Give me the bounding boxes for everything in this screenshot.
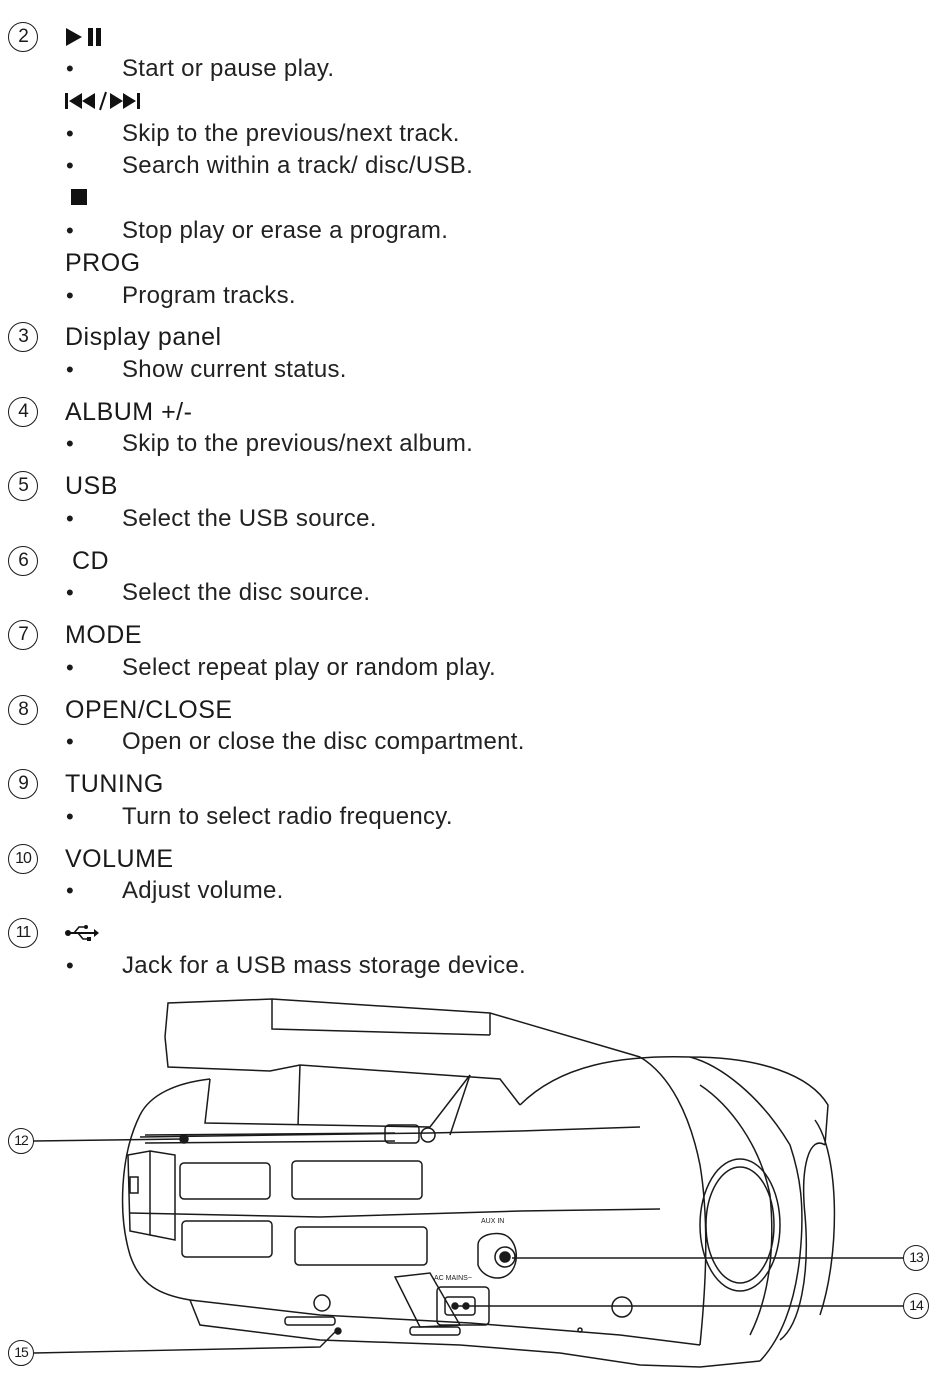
- play-pause-icon: [66, 28, 101, 46]
- item-label: TUNING: [65, 770, 164, 798]
- item-number: 6: [8, 546, 38, 576]
- bullet: •: [66, 121, 74, 146]
- item-label: VOLUME: [65, 845, 174, 873]
- bullet: •: [66, 506, 74, 531]
- description: Skip to the previous/next album.: [122, 430, 474, 457]
- item-number: 3: [8, 322, 38, 352]
- bullet: •: [66, 283, 74, 308]
- description: Select repeat play or random play.: [122, 654, 496, 681]
- callout-14: 14: [903, 1293, 929, 1319]
- item-number: 8: [8, 695, 38, 725]
- bullet: •: [66, 878, 74, 903]
- description: Jack for a USB mass storage device.: [122, 952, 526, 979]
- callout-12: 12: [8, 1128, 34, 1154]
- description: Skip to the previous/next track.: [122, 120, 460, 147]
- ac-mains-label: AC MAINS~: [434, 1275, 472, 1282]
- bullet: •: [66, 729, 74, 754]
- stop-icon: [71, 189, 87, 205]
- item-label: USB: [65, 472, 118, 500]
- item-number: 7: [8, 620, 38, 650]
- item-number: 2: [8, 22, 38, 52]
- aux-in-label: AUX IN: [481, 1218, 504, 1225]
- bullet: •: [66, 357, 74, 382]
- prev-next-icon: [65, 91, 140, 111]
- item-label: PROG: [65, 249, 141, 277]
- description: Open or close the disc compartment.: [122, 728, 525, 755]
- bullet: •: [66, 56, 74, 81]
- description: Select the disc source.: [122, 579, 371, 606]
- bullet: •: [66, 431, 74, 456]
- description: Program tracks.: [122, 282, 296, 309]
- item-label: MODE: [65, 621, 142, 649]
- callout-15: 15: [8, 1340, 34, 1366]
- description: Start or pause play.: [122, 55, 335, 82]
- bullet: •: [66, 953, 74, 978]
- boombox-drawing: AUX IN AC MAINS~: [33, 998, 903, 1368]
- item-label: ALBUM +/-: [65, 398, 193, 426]
- item-label: CD: [72, 547, 110, 575]
- bullet: •: [66, 804, 74, 829]
- item-number: 5: [8, 471, 38, 501]
- bullet: •: [66, 655, 74, 680]
- bullet: •: [66, 153, 74, 178]
- item-label: OPEN/CLOSE: [65, 696, 233, 724]
- bullet: •: [66, 218, 74, 243]
- device-rear-illustration: AUX IN AC MAINS~ 12 13 14 15: [0, 995, 950, 1383]
- bullet: •: [66, 580, 74, 605]
- description: Turn to select radio frequency.: [122, 803, 453, 830]
- item-label: Display panel: [65, 323, 222, 351]
- description: Select the USB source.: [122, 505, 377, 532]
- description: Stop play or erase a program.: [122, 217, 449, 244]
- item-number: 4: [8, 397, 38, 427]
- callout-13: 13: [903, 1245, 929, 1271]
- description: Adjust volume.: [122, 877, 284, 904]
- item-number: 10: [8, 844, 38, 874]
- item-number: 9: [8, 769, 38, 799]
- item-number: 11: [8, 918, 38, 948]
- description: Show current status.: [122, 356, 347, 383]
- description: Search within a track/ disc/USB.: [122, 152, 474, 179]
- usb-icon: [65, 925, 99, 941]
